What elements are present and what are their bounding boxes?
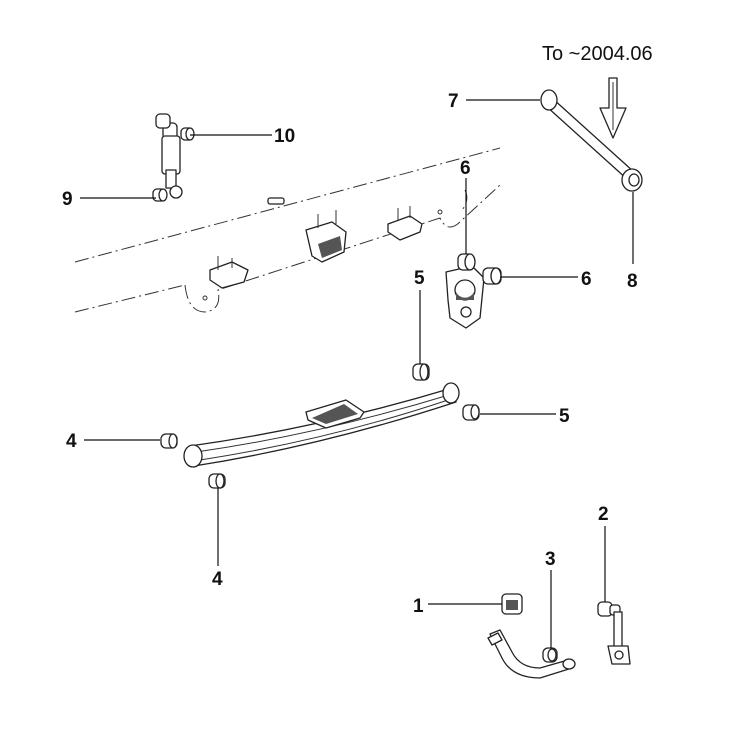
lateral-control-rod [540,89,643,192]
model-date-note: To ~2004.06 [542,43,653,65]
callout-1: 1 [413,596,424,617]
callout-10: 10 [274,126,295,147]
stabilizer-cushion [542,647,558,663]
frame-pin [267,197,285,205]
callout-4-left: 4 [66,431,77,452]
spring-bushing-rear-upper [412,363,430,381]
callout-7: 7 [448,91,459,112]
spring-bushing-rear-lower [462,404,480,421]
callout-2: 2 [598,504,609,525]
callout-6-upper: 6 [460,158,471,179]
frame-rail [74,147,501,313]
callout-5-upper: 5 [414,268,425,289]
stabilizer-link [597,601,631,665]
lateral-rod-bracket [445,265,485,329]
stabilizer-bushing [501,593,523,615]
callout-6-right: 6 [581,269,592,290]
down-arrow [599,77,627,139]
rear-hanger-bracket [387,206,423,241]
shock-absorber [155,113,183,199]
spring-bushing-front-lower [208,473,226,489]
rod-bushing-top [457,253,476,271]
stabilizer-bar [487,629,576,679]
front-hanger-bracket [209,256,249,289]
callout-5-right: 5 [559,406,570,427]
shock-bushing-lower [152,188,168,202]
rod-bushing-right [482,267,502,285]
bump-stop-bracket [305,210,347,263]
leader-lines [80,99,634,648]
callout-4-lower: 4 [212,569,223,590]
callout-3: 3 [545,549,556,570]
spring-bushing-front-upper [160,433,178,449]
shock-bushing-upper [180,127,195,141]
leaf-spring [183,382,460,468]
callout-8: 8 [627,271,638,292]
callout-9: 9 [62,189,73,210]
